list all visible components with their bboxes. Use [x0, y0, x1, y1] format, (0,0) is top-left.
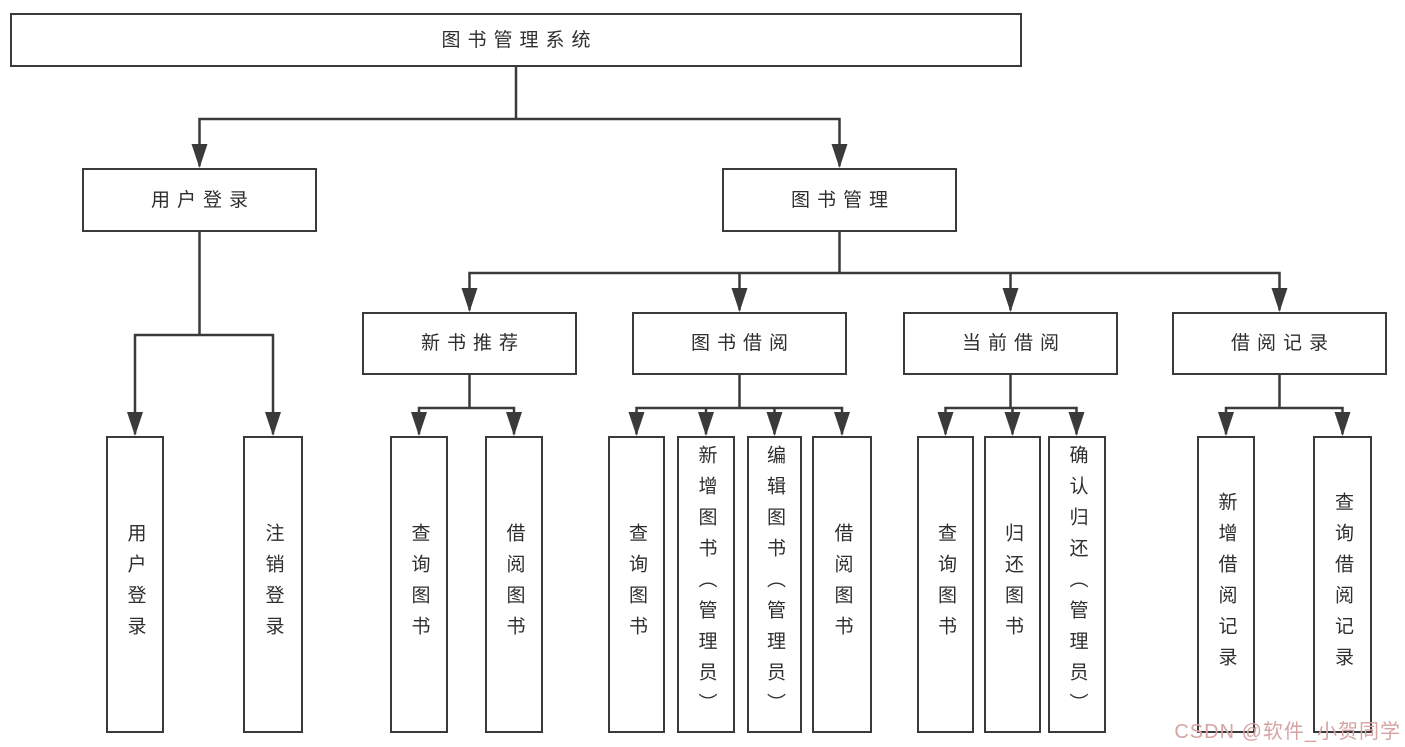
connector-user-login-children	[127, 230, 281, 436]
node-book-management: 图书管理	[722, 168, 957, 232]
leaf-borrow-books-borrowing: 借阅图书	[812, 436, 872, 733]
node-current-borrowing: 当前借阅	[903, 312, 1118, 375]
node-user-login: 用户登录	[82, 168, 317, 232]
leaf-borrow-books-recommend: 借阅图书	[485, 436, 543, 733]
leaf-query-borrow-record: 查询借阅记录	[1313, 436, 1372, 733]
node-borrow-records: 借阅记录	[1172, 312, 1387, 375]
leaf-query-books-current: 查询图书	[917, 436, 974, 733]
leaf-query-books-borrowing: 查询图书	[608, 436, 665, 733]
connector-current-borrowing-children	[937, 373, 1085, 436]
connector-book-management-children	[461, 230, 1288, 312]
connector-borrow-records-children	[1218, 373, 1351, 436]
connector-root-to-level2	[191, 65, 848, 168]
csdn-watermark: CSDN @软件_小贺同学	[1174, 721, 1401, 743]
leaf-logout: 注销登录	[243, 436, 303, 733]
leaf-return-books: 归还图书	[984, 436, 1041, 733]
connector-book-borrowing-children	[628, 373, 850, 436]
node-library-system: 图书管理系统	[10, 13, 1022, 67]
leaf-add-borrow-record: 新增借阅记录	[1197, 436, 1255, 733]
leaf-edit-book-admin: 编辑图书（管理员）	[747, 436, 802, 733]
node-book-borrowing: 图书借阅	[632, 312, 847, 375]
leaf-confirm-return-admin: 确认归还（管理员）	[1048, 436, 1106, 733]
leaf-query-books-recommend: 查询图书	[390, 436, 448, 733]
leaf-user-login: 用户登录	[106, 436, 164, 733]
connector-new-book-recommend-children	[411, 373, 522, 436]
leaf-add-book-admin: 新增图书（管理员）	[677, 436, 735, 733]
node-new-book-recommend: 新书推荐	[362, 312, 577, 375]
